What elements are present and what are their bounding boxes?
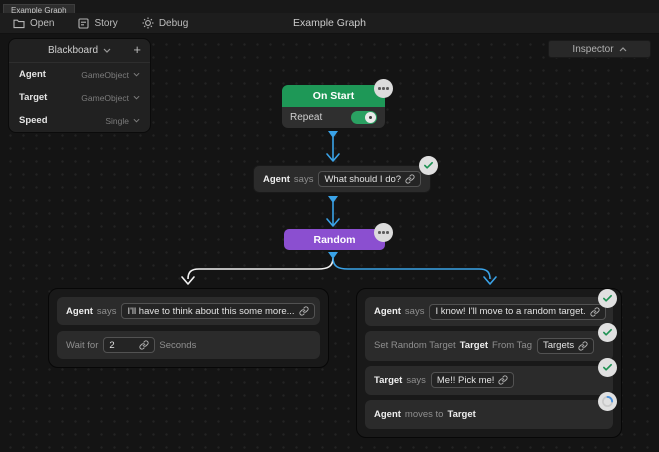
on-start-header: On Start (282, 85, 385, 107)
link-icon[interactable] (405, 174, 415, 184)
link-icon[interactable] (139, 340, 149, 350)
check-icon (603, 329, 612, 336)
check-icon (424, 161, 434, 169)
blackboard-panel: Blackboard + Agent GameObject Target Gam… (8, 38, 151, 133)
debug-gear-icon (142, 17, 154, 29)
folder-icon (13, 18, 25, 29)
more-options-button[interactable] (374, 79, 393, 98)
success-badge (598, 289, 617, 308)
node-target-says[interactable]: Target says Me!! Pick me! (365, 357, 617, 395)
tag-value-field[interactable]: Targets (536, 337, 595, 354)
story-button[interactable]: Story (78, 17, 118, 29)
success-badge (598, 357, 617, 377)
chevron-up-icon (619, 46, 626, 51)
node-agent-says[interactable]: Agent says What should I do? (253, 156, 439, 193)
link-icon[interactable] (590, 307, 600, 317)
more-options-button[interactable] (374, 223, 393, 242)
node-random[interactable]: Random (284, 223, 393, 250)
chevron-down-icon (133, 118, 140, 123)
blackboard-header[interactable]: Blackboard + (9, 39, 150, 63)
chevron-down-icon (103, 48, 111, 53)
wait-value-field[interactable]: 2 (103, 337, 156, 353)
chevron-down-icon (133, 72, 140, 77)
success-badge (598, 323, 617, 343)
repeat-label: Repeat (290, 112, 323, 123)
say-value-field[interactable]: I'll have to think about this some more.… (121, 303, 315, 319)
say-value-field[interactable]: What should I do? (318, 171, 422, 187)
node-set-random-target[interactable]: Set Random Target Target From Tag Target… (365, 323, 617, 361)
link-icon[interactable] (298, 306, 309, 316)
say-value-field[interactable]: Me!! Pick me! (430, 372, 515, 389)
tab-strip: Example Graph (0, 0, 659, 16)
debug-button[interactable]: Debug (142, 17, 188, 29)
link-icon[interactable] (578, 341, 588, 351)
spinner-icon (602, 395, 614, 407)
node-agent-moves[interactable]: Agent moves to Target (365, 391, 617, 429)
blackboard-title: Blackboard (47, 45, 99, 56)
branch-group-right[interactable]: Agent says I know! I'll move to a random… (356, 288, 622, 438)
toggle-knob (365, 112, 376, 123)
success-badge (419, 156, 439, 175)
say-value-field[interactable]: I know! I'll move to a random target. (429, 303, 606, 320)
chevron-down-icon (133, 95, 140, 100)
variable-row-target[interactable]: Target GameObject (9, 86, 150, 109)
node-wait[interactable]: Wait for 2 Seconds (57, 331, 320, 359)
check-icon (603, 294, 612, 302)
link-icon[interactable] (498, 375, 509, 385)
on-start-body: Repeat (282, 107, 385, 128)
variable-row-agent[interactable]: Agent GameObject (9, 63, 150, 86)
check-icon (603, 363, 612, 371)
node-on-start[interactable]: On Start Repeat (282, 79, 393, 128)
node-agent-says-think[interactable]: Agent says I'll have to think about this… (57, 297, 320, 325)
running-badge (598, 391, 617, 411)
inspector-toggle[interactable]: Inspector (548, 40, 651, 58)
graph-title: Example Graph (293, 17, 366, 29)
branch-group-left[interactable]: Agent says I'll have to think about this… (48, 288, 329, 368)
story-icon (78, 17, 90, 29)
add-variable-button[interactable]: + (133, 42, 141, 57)
repeat-toggle[interactable] (351, 111, 377, 124)
open-button[interactable]: Open (13, 18, 54, 29)
node-agent-says-know[interactable]: Agent says I know! I'll move to a random… (365, 289, 617, 327)
variable-row-speed[interactable]: Speed Single (9, 109, 150, 132)
toolbar: Open Story Debug (0, 13, 659, 34)
